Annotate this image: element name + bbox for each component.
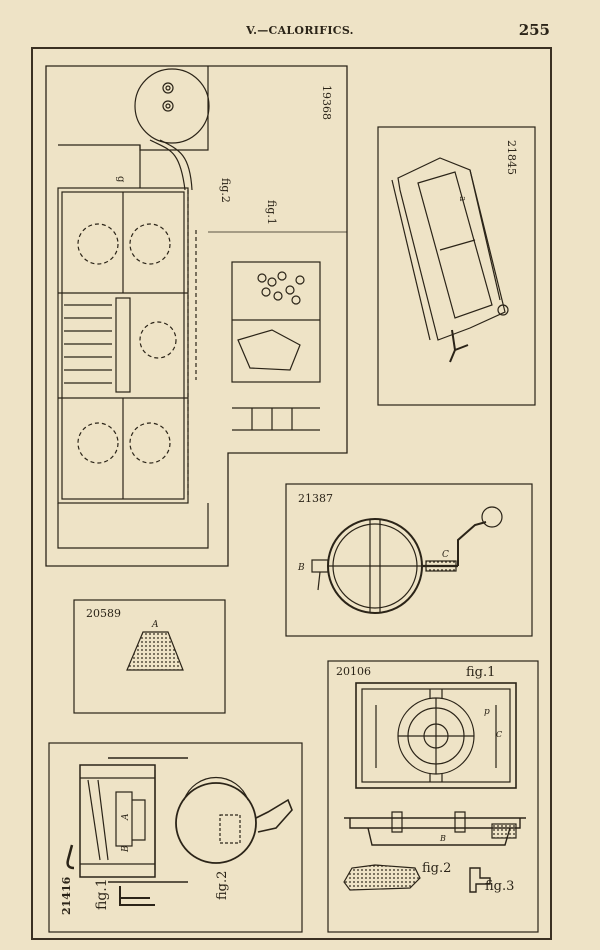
- patent-21416-panel: [48, 742, 303, 933]
- patent-21416-a-label: A: [121, 813, 131, 821]
- device-fig1-hook: [66, 844, 75, 870]
- patent-19368-fig1-label: fig.1: [265, 200, 278, 225]
- round-frame-crank: [457, 521, 487, 566]
- patent-21416-figure: [48, 742, 303, 933]
- patent-21387-number: 21387: [298, 492, 333, 505]
- device-fig1-box: [79, 764, 156, 878]
- stove-boiler-outline: [139, 66, 209, 151]
- patent-20106-number: 20106: [336, 665, 371, 678]
- running-title: V.—CALORIFICS.: [246, 24, 354, 37]
- patent-19368-fig2-label: fig.2: [219, 178, 232, 203]
- patent-21387-c-label: C: [442, 550, 449, 560]
- patent-20106-c-label: C: [496, 730, 502, 739]
- page-header: V.—CALORIFICS. 255: [0, 0, 600, 46]
- patent-20106-fig1-label: fig.1: [466, 665, 495, 680]
- stove-pipes: [149, 139, 193, 191]
- device-fig2-handle: [255, 798, 293, 833]
- grate-crank-handle: [449, 329, 469, 363]
- patent-20106-fig3-label: fig.3: [485, 879, 514, 894]
- stove-body: [57, 187, 189, 504]
- patent-20106-fig2-label: fig.2: [422, 861, 451, 876]
- stove-section-fig1: [231, 261, 321, 431]
- stove-burner: [77, 223, 119, 265]
- perforated-cone: [126, 631, 184, 671]
- patent-20589-panel: [73, 599, 226, 714]
- patent-19368-g-label: g: [115, 176, 126, 183]
- stove-grate: [64, 297, 131, 393]
- page-number: 255: [518, 21, 550, 39]
- grate-bar-fig2: [343, 864, 421, 891]
- patent-20589-a-label: A: [151, 620, 159, 630]
- patent-20106-b-label: B: [439, 834, 446, 843]
- stove-boiler-drum: [134, 68, 210, 144]
- patent-21845-figure: [377, 126, 536, 406]
- patent-21845-number: 21845: [505, 140, 518, 175]
- patent-19368-figure: [45, 65, 348, 567]
- patent-21387-b-label: B: [297, 563, 305, 573]
- patent-20589-number: 20589: [86, 607, 121, 620]
- patent-21416-fig1-label: fig.1: [94, 878, 110, 910]
- patent-20106-p-label: p: [484, 707, 490, 717]
- patent-19368-number: 19368: [320, 85, 333, 120]
- device-fig2-pan: [175, 782, 257, 864]
- patent-21416-number: 21416: [60, 876, 73, 915]
- grate-piece-fig3: [469, 867, 491, 893]
- patent-20589-figure: [73, 599, 226, 714]
- patent-19368-panel: [45, 65, 348, 567]
- patent-21845-a-label: a: [457, 196, 467, 202]
- patent-20106-panel: [327, 660, 539, 933]
- patent-21845-panel: [377, 126, 536, 406]
- grate-body: [397, 157, 506, 341]
- patent-21387-panel: [285, 483, 533, 637]
- plate-frame: [31, 47, 552, 940]
- patent-20106-figure: [327, 660, 539, 933]
- patent-21387-figure: [285, 483, 533, 637]
- crank-knob: [481, 506, 503, 528]
- patent-21416-b-label: B: [121, 845, 131, 853]
- grate-plan-fig1: [355, 682, 517, 789]
- patent-21416-fig2-label: fig.2: [215, 871, 230, 900]
